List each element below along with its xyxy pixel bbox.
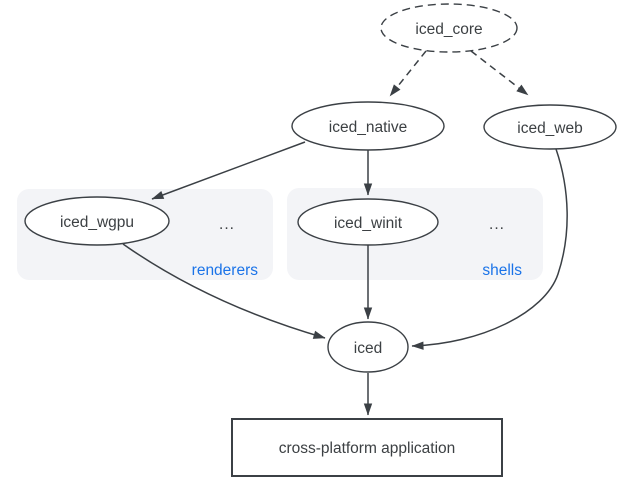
shells-ellipsis-label: ... <box>489 216 505 233</box>
node-iced-core-shape <box>380 3 518 53</box>
node-iced-native: iced_native <box>291 101 445 151</box>
node-iced: iced <box>327 321 409 373</box>
node-iced-web-label: iced_web <box>517 120 583 137</box>
node-iced-winit-label: iced_winit <box>334 215 403 232</box>
node-application-label: cross-platform application <box>279 440 456 457</box>
node-iced-web: iced_web <box>483 104 617 150</box>
node-iced-winit-shape <box>297 198 439 246</box>
node-application-shape <box>231 418 503 477</box>
node-iced-wgpu-label: iced_wgpu <box>60 214 134 231</box>
node-iced-web-shape <box>483 104 617 150</box>
node-iced-winit: iced_winit <box>297 198 439 246</box>
shells-group-label: shells <box>482 262 522 279</box>
renderers-group-label: renderers <box>192 262 259 279</box>
edge-iced-native-to-iced-wgpu <box>151 141 306 200</box>
node-iced-label: iced <box>354 340 382 357</box>
edge-iced-core-to-iced-web <box>470 50 529 96</box>
node-iced-native-shape <box>291 101 445 151</box>
node-iced-native-label: iced_native <box>329 119 407 136</box>
edge-iced-core-to-iced-native <box>389 50 427 97</box>
edge-iced-web-to-iced <box>411 148 568 350</box>
node-iced-wgpu: iced_wgpu <box>24 196 170 246</box>
edge-iced-wgpu-to-iced <box>122 243 326 339</box>
node-iced-core-label: iced_core <box>415 21 482 38</box>
node-iced-core: iced_core <box>380 3 518 53</box>
node-application: cross-platform application <box>231 418 503 477</box>
renderers-ellipsis-label: ... <box>219 216 235 233</box>
node-iced-shape <box>327 321 409 373</box>
node-iced-wgpu-shape <box>24 196 170 246</box>
